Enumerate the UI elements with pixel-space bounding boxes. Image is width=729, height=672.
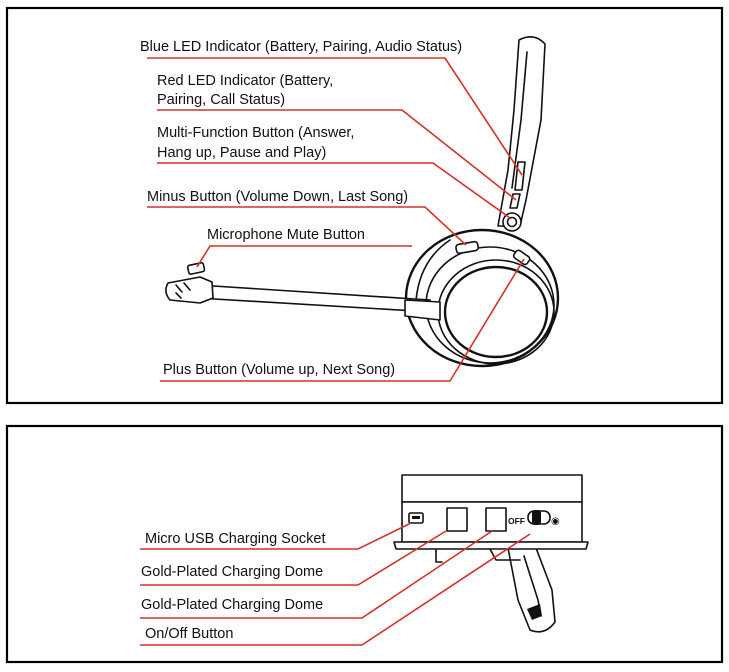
minus-button[interactable] bbox=[455, 240, 480, 255]
base-leaders bbox=[140, 522, 531, 646]
ear-cup bbox=[404, 228, 560, 368]
minus-label: Minus Button (Volume Down, Last Song) bbox=[147, 189, 408, 205]
base-panel: OFF ◉ Micro USB Charging Socket Gold-Pla… bbox=[5, 424, 724, 664]
multi-function-button[interactable] bbox=[502, 212, 522, 232]
microphone-boom bbox=[165, 261, 441, 321]
headset-leaders bbox=[147, 57, 525, 382]
on-off-label: On/Off Button bbox=[145, 626, 233, 642]
red-led-label-line1: Red LED Indicator (Battery, bbox=[157, 73, 333, 89]
usb-socket-label: Micro USB Charging Socket bbox=[145, 531, 326, 547]
on-off-switch[interactable]: OFF ◉ bbox=[508, 510, 560, 527]
red-led-label-line2: Pairing, Call Status) bbox=[157, 92, 285, 108]
headband-arm bbox=[507, 547, 556, 633]
dome-2-label: Gold-Plated Charging Dome bbox=[141, 597, 323, 613]
charging-dome-1 bbox=[446, 507, 468, 532]
plus-button[interactable] bbox=[512, 249, 531, 266]
headset-panel: Blue LED Indicator (Battery, Pairing, Au… bbox=[5, 6, 724, 405]
mfb-label-line2: Hang up, Pause and Play) bbox=[157, 145, 326, 161]
charging-dome-2 bbox=[485, 507, 507, 532]
mfb-label-line1: Multi-Function Button (Answer, bbox=[157, 125, 354, 141]
mute-label: Microphone Mute Button bbox=[207, 227, 365, 243]
switch-on-icon: ◉ bbox=[551, 516, 560, 527]
headband bbox=[497, 36, 546, 232]
micro-usb-socket[interactable] bbox=[408, 512, 424, 524]
plus-label: Plus Button (Volume up, Next Song) bbox=[163, 362, 395, 378]
microphone-mute-button[interactable] bbox=[186, 261, 206, 275]
headset-panel-frame bbox=[5, 6, 724, 405]
ear-cushion bbox=[443, 265, 549, 359]
base-panel-frame bbox=[5, 424, 724, 664]
blue-led-label: Blue LED Indicator (Battery, Pairing, Au… bbox=[140, 39, 462, 55]
dome-1-label: Gold-Plated Charging Dome bbox=[141, 564, 323, 580]
switch-off-text: OFF bbox=[508, 516, 525, 526]
charging-base: OFF ◉ bbox=[393, 474, 589, 563]
